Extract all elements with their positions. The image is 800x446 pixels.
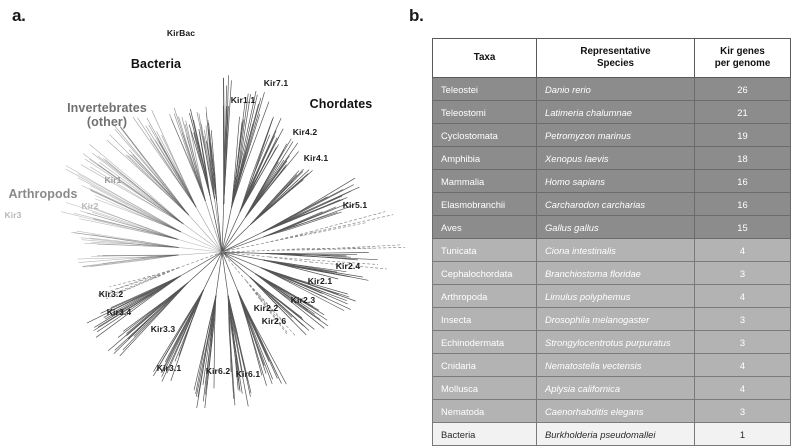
kir-count-cell: 19 xyxy=(695,124,791,147)
kir-count-cell: 4 xyxy=(695,354,791,377)
taxa-cell: Nematoda xyxy=(433,400,537,423)
column-header-taxa: Taxa xyxy=(433,39,537,78)
species-cell: Branchiostoma floridae xyxy=(537,262,695,285)
kir-count-cell: 26 xyxy=(695,78,791,101)
species-cell: Carcharodon carcharias xyxy=(537,193,695,216)
taxa-cell: Aves xyxy=(433,216,537,239)
taxa-cell: Insecta xyxy=(433,308,537,331)
taxa-cell: Cephalochordata xyxy=(433,262,537,285)
species-cell: Drosophila melanogaster xyxy=(537,308,695,331)
taxa-cell: Teleostei xyxy=(433,78,537,101)
unrooted-phylogenetic-tree xyxy=(0,0,420,408)
kir-count-cell: 3 xyxy=(695,308,791,331)
taxa-cell: Cnidaria xyxy=(433,354,537,377)
kir-count-cell: 18 xyxy=(695,147,791,170)
kir-count-cell: 3 xyxy=(695,331,791,354)
taxa-cell: Bacteria xyxy=(433,423,537,446)
kir-gene-table: Taxa Representative Species Kir genes pe… xyxy=(432,38,791,446)
column-header-species-line2: Species xyxy=(597,58,634,69)
species-cell: Strongylocentrotus purpuratus xyxy=(537,331,695,354)
panel-b-label: b. xyxy=(409,6,424,26)
kir-count-cell: 15 xyxy=(695,216,791,239)
column-header-kir-count-line1: Kir genes xyxy=(720,46,765,57)
kir-count-cell: 16 xyxy=(695,170,791,193)
species-cell: Caenorhabditis elegans xyxy=(537,400,695,423)
species-cell: Burkholderia pseudomallei xyxy=(537,423,695,446)
taxa-cell: Tunicata xyxy=(433,239,537,262)
species-cell: Nematostella vectensis xyxy=(537,354,695,377)
species-cell: Limulus polyphemus xyxy=(537,285,695,308)
species-cell: Petromyzon marinus xyxy=(537,124,695,147)
column-header-species-line1: Representative xyxy=(580,46,650,57)
taxa-cell: Amphibia xyxy=(433,147,537,170)
kir-count-cell: 4 xyxy=(695,377,791,400)
species-cell: Danio rerio xyxy=(537,78,695,101)
column-header-kir-count: Kir genes per genome xyxy=(695,39,791,78)
kir-count-cell: 3 xyxy=(695,262,791,285)
species-cell: Aplysia californica xyxy=(537,377,695,400)
kir-gene-table-panel: Taxa Representative Species Kir genes pe… xyxy=(432,38,790,446)
species-cell: Xenopus laevis xyxy=(537,147,695,170)
taxa-cell: Arthropoda xyxy=(433,285,537,308)
taxa-cell: Mollusca xyxy=(433,377,537,400)
taxa-cell: Echinodermata xyxy=(433,331,537,354)
kir-count-cell: 3 xyxy=(695,400,791,423)
species-cell: Gallus gallus xyxy=(537,216,695,239)
species-cell: Homo sapians xyxy=(537,170,695,193)
taxa-cell: Teleostomi xyxy=(433,101,537,124)
species-cell: Latimeria chalumnae xyxy=(537,101,695,124)
kir-count-cell: 4 xyxy=(695,239,791,262)
kir-count-cell: 1 xyxy=(695,423,791,446)
kir-count-cell: 4 xyxy=(695,285,791,308)
taxa-cell: Mammalia xyxy=(433,170,537,193)
kir-count-cell: 16 xyxy=(695,193,791,216)
table-header-row: Taxa Representative Species Kir genes pe… xyxy=(433,39,791,78)
taxa-cell: Elasmobranchii xyxy=(433,193,537,216)
column-header-kir-count-line2: per genome xyxy=(715,58,771,69)
species-cell: Ciona intestinalis xyxy=(537,239,695,262)
kir-count-cell: 21 xyxy=(695,101,791,124)
taxa-cell: Cyclostomata xyxy=(433,124,537,147)
column-header-species: Representative Species xyxy=(537,39,695,78)
